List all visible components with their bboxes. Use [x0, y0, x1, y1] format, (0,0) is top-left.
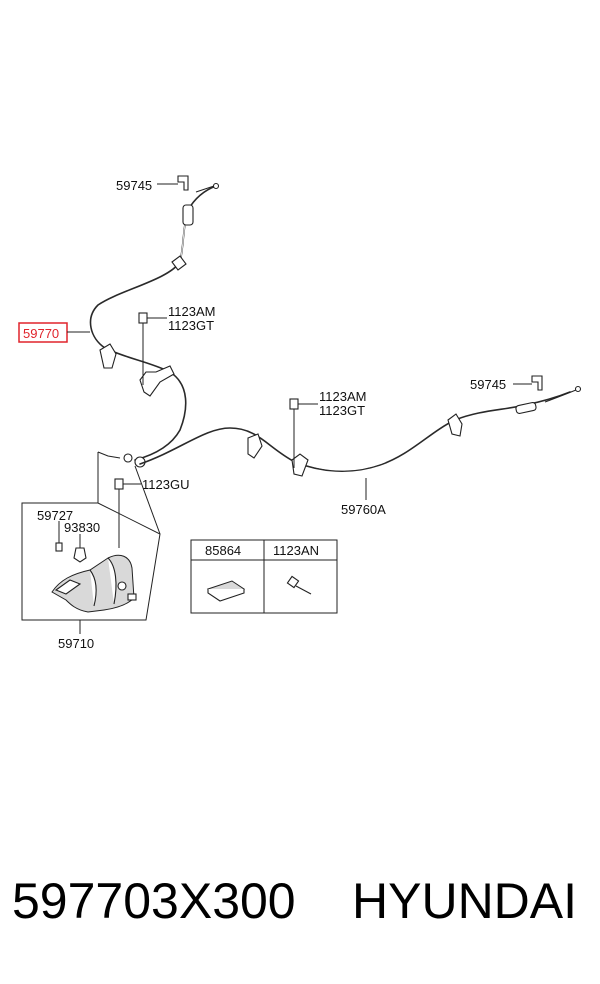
label-bolt-b2: 1123GT [319, 403, 365, 418]
kit-col2-header: 1123AN [273, 543, 319, 558]
retainer-clip-rear: 59745 [470, 375, 543, 392]
cable-grommet [182, 204, 194, 226]
bolt-head [138, 312, 148, 324]
bolt-head [289, 398, 299, 410]
spring-clip [73, 547, 87, 563]
lever-arm [54, 579, 82, 595]
bracket-screw [55, 542, 63, 552]
rear-cable-callout: 59760A [341, 478, 386, 517]
label-clip-front: 59745 [116, 178, 152, 193]
label-clip-rear: 59745 [470, 377, 506, 392]
label-cable-highlight: 59770 [23, 326, 59, 341]
bolt-middle: 1123AM 1123GT [289, 389, 366, 468]
cable-clip [291, 453, 309, 477]
rear-cable [139, 385, 582, 477]
label-bolt-a2: 1123GT [168, 318, 214, 333]
lever-edge [89, 569, 97, 607]
label-bolt-gu: 1123GU [142, 477, 189, 492]
label-rear-cable: 59760A [341, 502, 386, 517]
part-number: 597703X300 [12, 873, 296, 929]
cable-clip [247, 433, 263, 459]
lever-nut [127, 593, 137, 601]
brand-name: HYUNDAI [352, 873, 578, 929]
cable-clip [99, 343, 117, 369]
footer: 597703X300 HYUNDAI [0, 872, 600, 952]
kit-table: 85864 1123AN [190, 539, 338, 614]
label-lever-assembly: 59710 [58, 636, 94, 651]
label-spring: 93830 [64, 520, 100, 535]
assembly-outline [21, 502, 161, 621]
label-bolt-b1: 1123AM [319, 389, 366, 404]
pad-part-icon-side [207, 589, 245, 602]
label-bolt-a1: 1123AM [168, 304, 215, 319]
lever-assembly-group: 59727 93830 59710 [21, 452, 161, 651]
front-cable [89, 185, 217, 468]
bolt-head [114, 478, 124, 490]
cable-end-ball [574, 385, 582, 393]
cable-bracket [139, 365, 175, 397]
screw-part-icon [286, 575, 312, 595]
cable-end-fitting [515, 402, 537, 414]
lever-pivot [117, 581, 127, 591]
lever-edge [107, 557, 117, 605]
kit-col1-header: 85864 [205, 543, 241, 558]
cable-clip [171, 255, 187, 271]
label-bracket: 59727 [37, 508, 73, 523]
bolt-gu: 1123GU [114, 477, 189, 548]
retainer-clip-front: 59745 [116, 175, 220, 193]
cable-clip [447, 413, 463, 437]
highlighted-part-callout: 59770 [18, 322, 90, 343]
cable-end-fitting [123, 453, 133, 463]
bolt-upper: 1123AM 1123GT [138, 304, 215, 385]
